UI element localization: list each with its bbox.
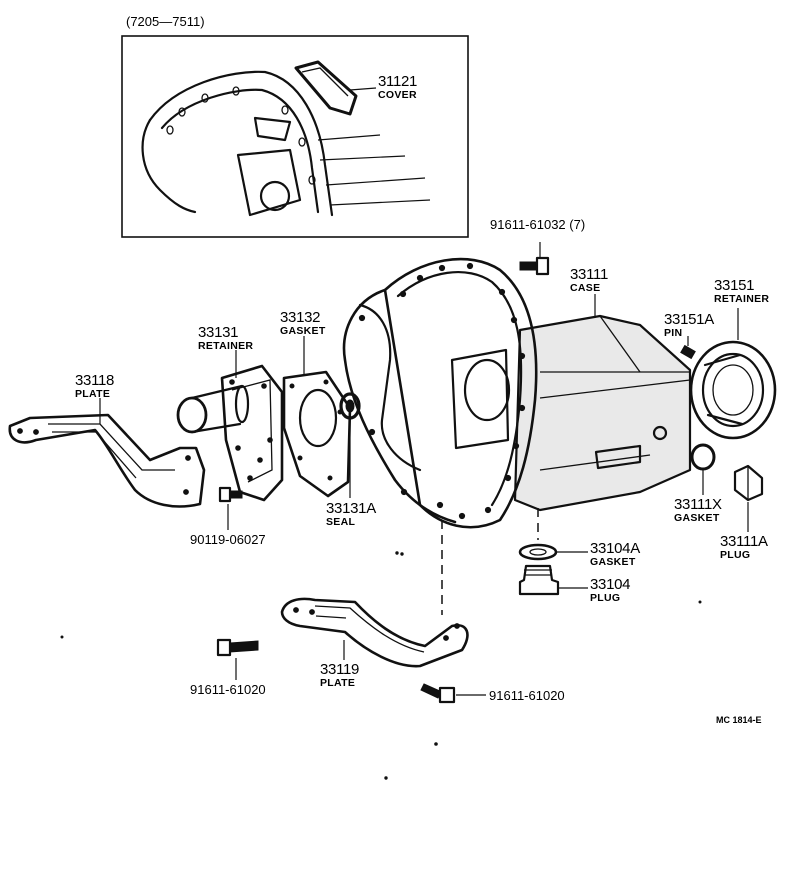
part-33131-label: 33131 RETAINER xyxy=(198,325,253,352)
plug-33104-drawing xyxy=(518,564,588,596)
inset-line-2 xyxy=(319,155,406,161)
part-number: 33104A xyxy=(590,540,640,557)
part-name: GASKET xyxy=(280,325,326,337)
part-33104-label: 33104 PLUG xyxy=(590,576,631,604)
plate-33118-drawing xyxy=(8,398,206,508)
case-edge-4 xyxy=(539,454,651,471)
part-name: GASKET xyxy=(590,556,636,568)
inset-line-1 xyxy=(317,134,381,141)
case-bolt-holes xyxy=(358,262,526,520)
part-33118-label: 33118 PLATE xyxy=(75,373,114,400)
bolt-90119-06027-label: 90119-06027 xyxy=(190,532,266,547)
plate-33119-drawing xyxy=(280,597,469,668)
part-number: 33111A xyxy=(720,533,768,550)
case-boss xyxy=(594,444,642,470)
inset-housing xyxy=(236,148,302,217)
bolt-91611-61020b-label: 91611-61020 xyxy=(489,688,565,703)
part-number: 33118 xyxy=(75,372,115,389)
inset-flange xyxy=(148,70,334,217)
bolt-91611-61020a-label: 91611-61020 xyxy=(190,682,266,697)
part-name: PIN xyxy=(664,327,683,339)
gasket-33132-drawing xyxy=(282,336,352,498)
part-33111-label: 33111 CASE xyxy=(570,267,608,294)
part-31121-label: 31121 COVER xyxy=(378,74,417,101)
bolt-91611-61032-label: 91611-61032 (7) xyxy=(490,217,586,232)
case-bore-housing xyxy=(450,348,510,450)
gasket-33111X-drawing xyxy=(690,443,716,495)
part-number: 33131 xyxy=(198,324,239,341)
inset-line-3 xyxy=(325,177,426,186)
case-plug-port xyxy=(652,425,668,441)
bell-housing-inner-wall xyxy=(358,303,422,472)
part-number: 33119 xyxy=(320,661,360,678)
case-bore xyxy=(463,358,511,422)
bolt-91611-61020a-drawing xyxy=(216,638,259,680)
part-number: 33131A xyxy=(326,500,376,517)
part-33104A-label: 33104A GASKET xyxy=(590,541,640,568)
part-number: 33111X xyxy=(674,496,722,513)
case-body xyxy=(513,314,692,512)
speckles xyxy=(60,551,702,780)
bolt-91611-61020b-drawing xyxy=(420,683,486,704)
plug-33111A-drawing xyxy=(733,464,764,532)
part-name: RETAINER xyxy=(714,293,770,305)
inset-line-4 xyxy=(329,199,431,206)
part-33111A-label: 33111A PLUG xyxy=(720,534,768,561)
retainer-33151-drawing xyxy=(689,308,777,440)
part-33119-label: 33119 PLATE xyxy=(320,662,359,689)
inset-bolt-holes xyxy=(166,86,316,185)
pin-33151A-drawing xyxy=(680,336,696,360)
part-name: PLUG xyxy=(590,592,621,604)
inset-range-label: (7205—7511) xyxy=(126,14,205,29)
diagram-code: MC 1814-E xyxy=(716,715,762,725)
part-number: 33132 xyxy=(280,309,321,326)
cover-31121-rim xyxy=(301,67,349,97)
part-name: SEAL xyxy=(326,516,356,528)
part-name: CASE xyxy=(570,282,601,294)
inset-bore xyxy=(259,180,291,212)
case-edge-3 xyxy=(599,315,641,373)
part-33151-label: 33151 RETAINER xyxy=(714,278,769,305)
part-number: 33151A xyxy=(664,311,714,328)
part-name: PLUG xyxy=(720,549,751,561)
part-number: 33111 xyxy=(570,266,608,283)
part-name: GASKET xyxy=(674,512,720,524)
case-33111-drawing xyxy=(342,257,692,615)
part-number: 31121 xyxy=(378,73,418,90)
retainer-33131-drawing xyxy=(176,350,284,502)
inset-bell-edge xyxy=(141,118,197,214)
part-33111X-label: 33111X GASKET xyxy=(674,497,722,524)
part-name: PLATE xyxy=(320,677,356,689)
bell-housing-flange-inner xyxy=(396,271,523,507)
part-name: PLATE xyxy=(75,388,111,400)
bell-housing-flange xyxy=(383,257,538,529)
part-name: RETAINER xyxy=(198,340,254,352)
case-edge-2 xyxy=(539,379,691,399)
inset-window xyxy=(253,116,292,142)
bolt-91611-61032-drawing xyxy=(519,242,550,276)
bolt-90119-06027-drawing xyxy=(218,486,243,530)
cover-31121-shape xyxy=(294,60,358,116)
part-33151A-label: 33151A PIN xyxy=(664,312,714,339)
gasket-33104A-drawing xyxy=(518,543,588,561)
seal-33131A-drawing xyxy=(339,392,361,498)
leader-31121 xyxy=(349,87,377,91)
inset-box xyxy=(121,35,469,238)
part-name: COVER xyxy=(378,89,417,101)
part-number: 33104 xyxy=(590,576,631,593)
inset-flange-inner xyxy=(160,88,320,214)
part-number: 33151 xyxy=(714,277,755,294)
part-33132-label: 33132 GASKET xyxy=(280,310,326,337)
bell-housing-side xyxy=(342,288,457,524)
part-33131A-label: 33131A SEAL xyxy=(326,501,376,528)
